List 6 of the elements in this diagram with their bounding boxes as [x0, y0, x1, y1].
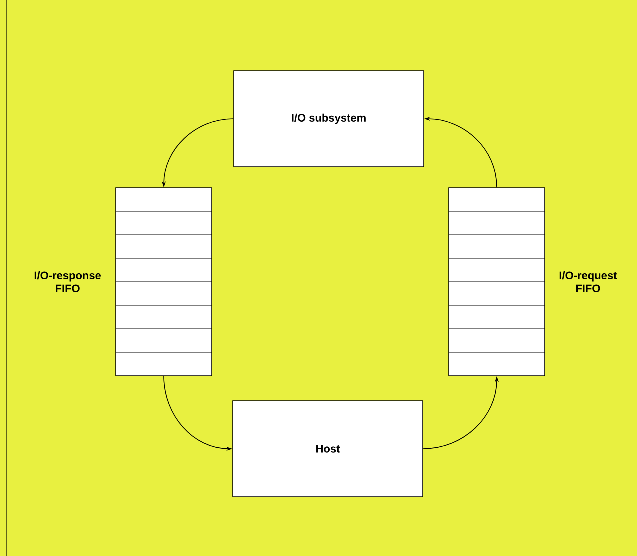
process-box: Host	[232, 400, 424, 498]
process-box: I/O subsystem	[234, 70, 424, 168]
fifo-stack	[116, 188, 212, 376]
fifo-label: I/O-request FIFO	[560, 271, 618, 293]
fifo-label: I/O-response FIFO	[34, 271, 102, 293]
fifo-stack	[448, 188, 546, 376]
